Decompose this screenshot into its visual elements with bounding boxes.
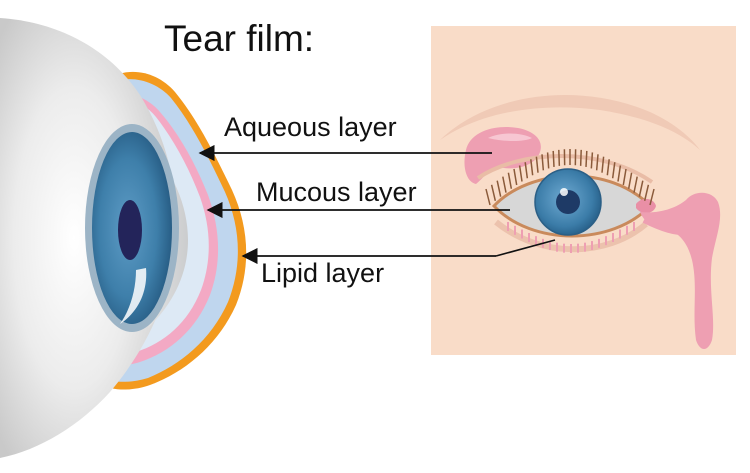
pupil-shape — [118, 200, 142, 260]
front-eye-highlight — [560, 188, 568, 196]
lipid-layer-label: Lipid layer — [261, 258, 384, 289]
eyelash — [548, 152, 549, 168]
eyelash — [591, 152, 592, 168]
diagram-title: Tear film: — [164, 18, 314, 60]
eyelash — [581, 150, 582, 166]
mucous-layer-label: Mucous layer — [256, 177, 417, 208]
aqueous-layer-label: Aqueous layer — [224, 112, 397, 143]
face-panel — [431, 26, 736, 355]
eyelash — [553, 151, 554, 167]
front-pupil-shape — [556, 190, 580, 214]
eye-cross-section — [0, 18, 246, 458]
eyelash — [559, 150, 560, 166]
eyelash — [586, 151, 587, 167]
